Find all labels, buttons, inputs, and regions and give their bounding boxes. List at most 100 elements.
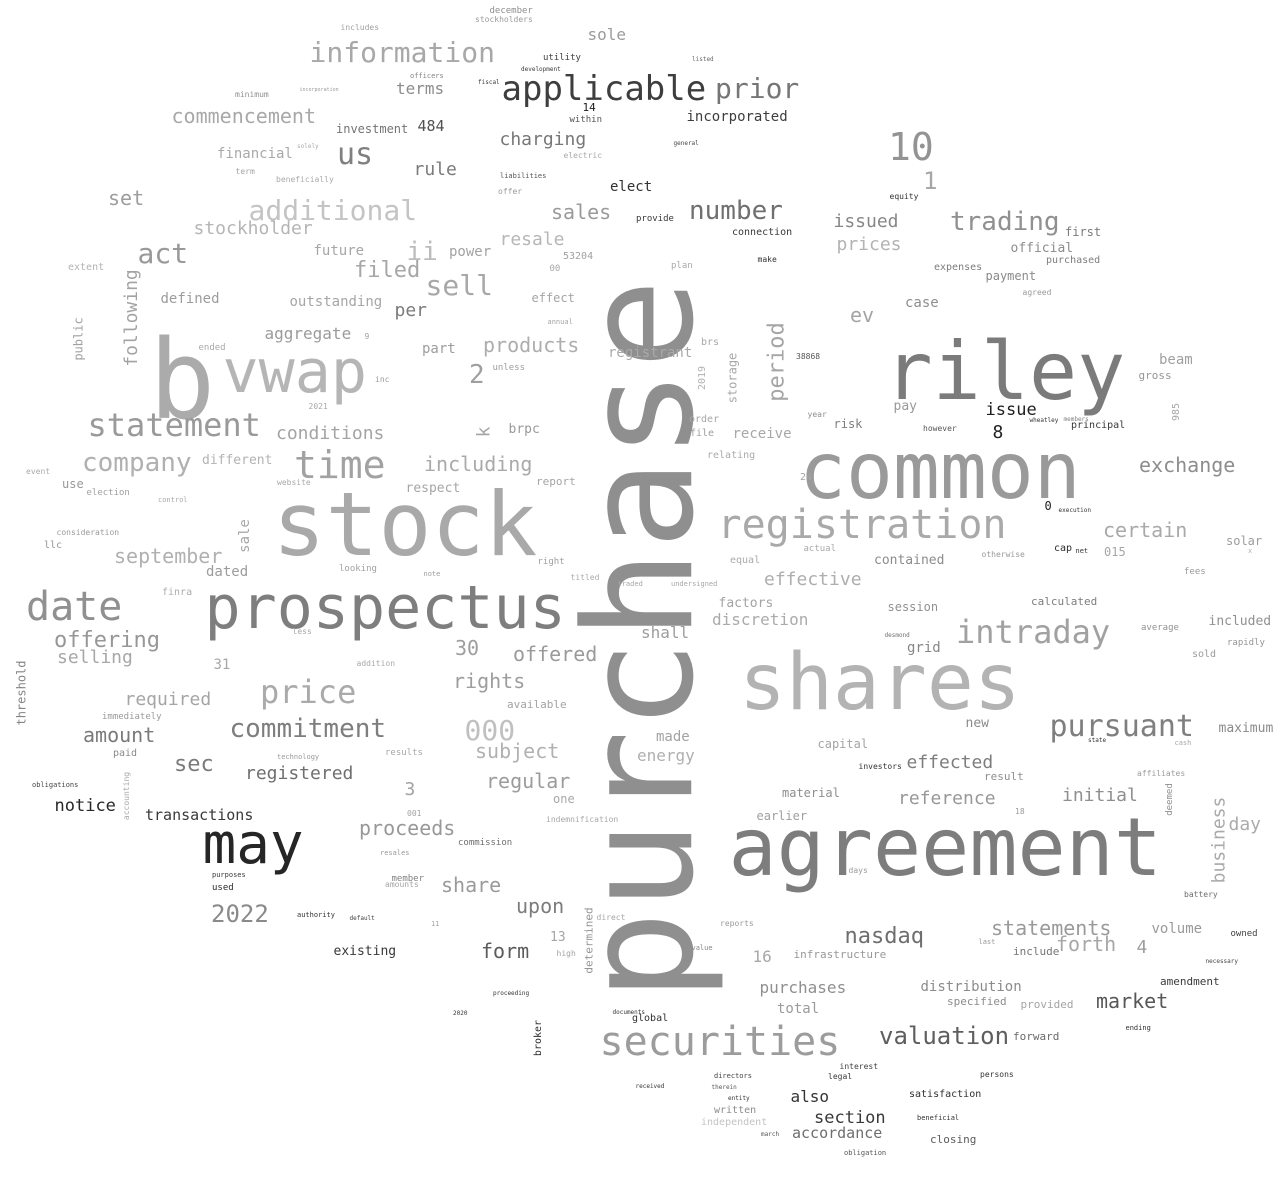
cloud-word: factors (718, 595, 774, 611)
cloud-word: market (1096, 989, 1169, 1013)
cloud-word: financial (217, 146, 293, 162)
cloud-word: offer (498, 187, 523, 196)
cloud-word: material (782, 786, 840, 800)
cloud-word: act (137, 237, 189, 270)
cloud-word: storage (724, 352, 739, 404)
cloud-word: riley (884, 325, 1126, 418)
cloud-word: proceeds (359, 816, 456, 840)
cloud-word: undersigned (671, 579, 718, 588)
cloud-word: 10 (888, 125, 934, 169)
cloud-word: result (984, 769, 1024, 783)
cloud-word: accordance (792, 1123, 883, 1142)
cloud-word: brpc (508, 421, 540, 437)
cloud-word: energy (637, 746, 695, 765)
cloud-word: battery (1184, 890, 1218, 899)
cloud-word: closing (930, 1132, 977, 1146)
cloud-word: 11 (431, 919, 440, 928)
cloud-word: amounts (385, 880, 419, 889)
cloud-word: information (309, 36, 495, 69)
cloud-word: also (790, 1087, 830, 1106)
cloud-word: amount (83, 723, 156, 747)
cloud-word: maximum (1218, 720, 1274, 736)
cloud-word: 53204 (563, 251, 594, 262)
cloud-word: execution (1058, 507, 1092, 514)
cloud-word: stockholders (475, 15, 533, 24)
cloud-word: charging (499, 129, 587, 150)
cloud-word: average (1141, 622, 1179, 633)
cloud-word: respect (405, 480, 461, 496)
cloud-word: commencement (171, 104, 317, 128)
cloud-word: time (294, 443, 386, 487)
cloud-word: control (158, 495, 188, 504)
cloud-word: website (277, 478, 311, 487)
cloud-word: selling (57, 647, 133, 668)
cloud-word: conditions (276, 423, 385, 444)
cloud-word: prior (715, 72, 800, 105)
cloud-word: independent (701, 1117, 768, 1128)
cloud-word: commission (458, 837, 513, 848)
cloud-word: prospectus (204, 573, 566, 643)
cloud-word: certain (1103, 518, 1188, 542)
cloud-word: issue (985, 399, 1037, 420)
cloud-word: listed (692, 56, 714, 63)
cloud-word: expenses (934, 262, 983, 273)
cloud-word: high (556, 949, 576, 958)
cloud-word: infrastructure (793, 947, 887, 961)
cloud-word: plan (671, 260, 693, 271)
cloud-word: k (472, 426, 494, 438)
cloud-word: offering (54, 628, 160, 653)
cloud-word: 14 (582, 100, 596, 114)
cloud-word: utility (543, 52, 581, 63)
cloud-word: share (441, 873, 502, 897)
cloud-word: 1 (923, 167, 938, 195)
cloud-word: written (714, 1105, 757, 1116)
cloud-word: 9 (364, 332, 370, 341)
cloud-word: documents (612, 1009, 646, 1016)
cloud-word: otherwise (981, 550, 1025, 559)
cloud-word: annual (547, 317, 573, 326)
cloud-word: defined (160, 291, 220, 307)
cloud-word: case (905, 295, 939, 311)
cloud-word: solar (1226, 534, 1263, 548)
cloud-word: resale (499, 229, 565, 250)
cloud-word: stockholder (193, 218, 313, 239)
cloud-word: beam (1159, 352, 1193, 368)
cloud-word: company (82, 448, 192, 478)
cloud-word: september (114, 544, 223, 568)
cloud-word: 18 (1015, 807, 1025, 816)
cloud-word: specified (947, 994, 1007, 1008)
cloud-word: part (422, 341, 456, 357)
cloud-word: capital (817, 737, 869, 751)
cloud-word: directors (714, 1071, 752, 1080)
cloud-word: fiscal (478, 79, 500, 86)
cloud-word: include (1013, 944, 1060, 958)
cloud-word: forward (1013, 1029, 1060, 1043)
cloud-word: 2019 (697, 365, 709, 391)
cloud-word: fees (1184, 566, 1206, 577)
cloud-word: 38868 (796, 352, 821, 361)
cloud-word: technology (277, 752, 320, 761)
cloud-word: intraday (956, 613, 1111, 651)
cloud-word: existing (333, 943, 397, 959)
cloud-word: year (807, 410, 827, 419)
cloud-word: within (569, 114, 603, 125)
cloud-word: investment (336, 122, 409, 136)
cloud-word: reports (720, 919, 754, 928)
cloud-word: effect (531, 291, 575, 305)
cloud-word: therein (711, 1084, 737, 1091)
cloud-word: set (108, 186, 145, 210)
cloud-word: 2020 (453, 1010, 468, 1017)
cloud-word: solely (297, 143, 319, 150)
cloud-word: included (1208, 613, 1272, 629)
cloud-word: purchased (1046, 255, 1101, 266)
cloud-word: form (481, 939, 530, 963)
cloud-word: accounting (122, 771, 132, 821)
cloud-word: ended (198, 342, 226, 353)
cloud-word: subject (475, 739, 560, 763)
cloud-word: applicable (501, 69, 707, 109)
cloud-word: gross (1138, 368, 1172, 382)
cloud-word: offered (513, 642, 598, 666)
cloud-word: date (26, 584, 123, 630)
cloud-word: including (424, 452, 533, 476)
cloud-word: term (235, 167, 255, 176)
